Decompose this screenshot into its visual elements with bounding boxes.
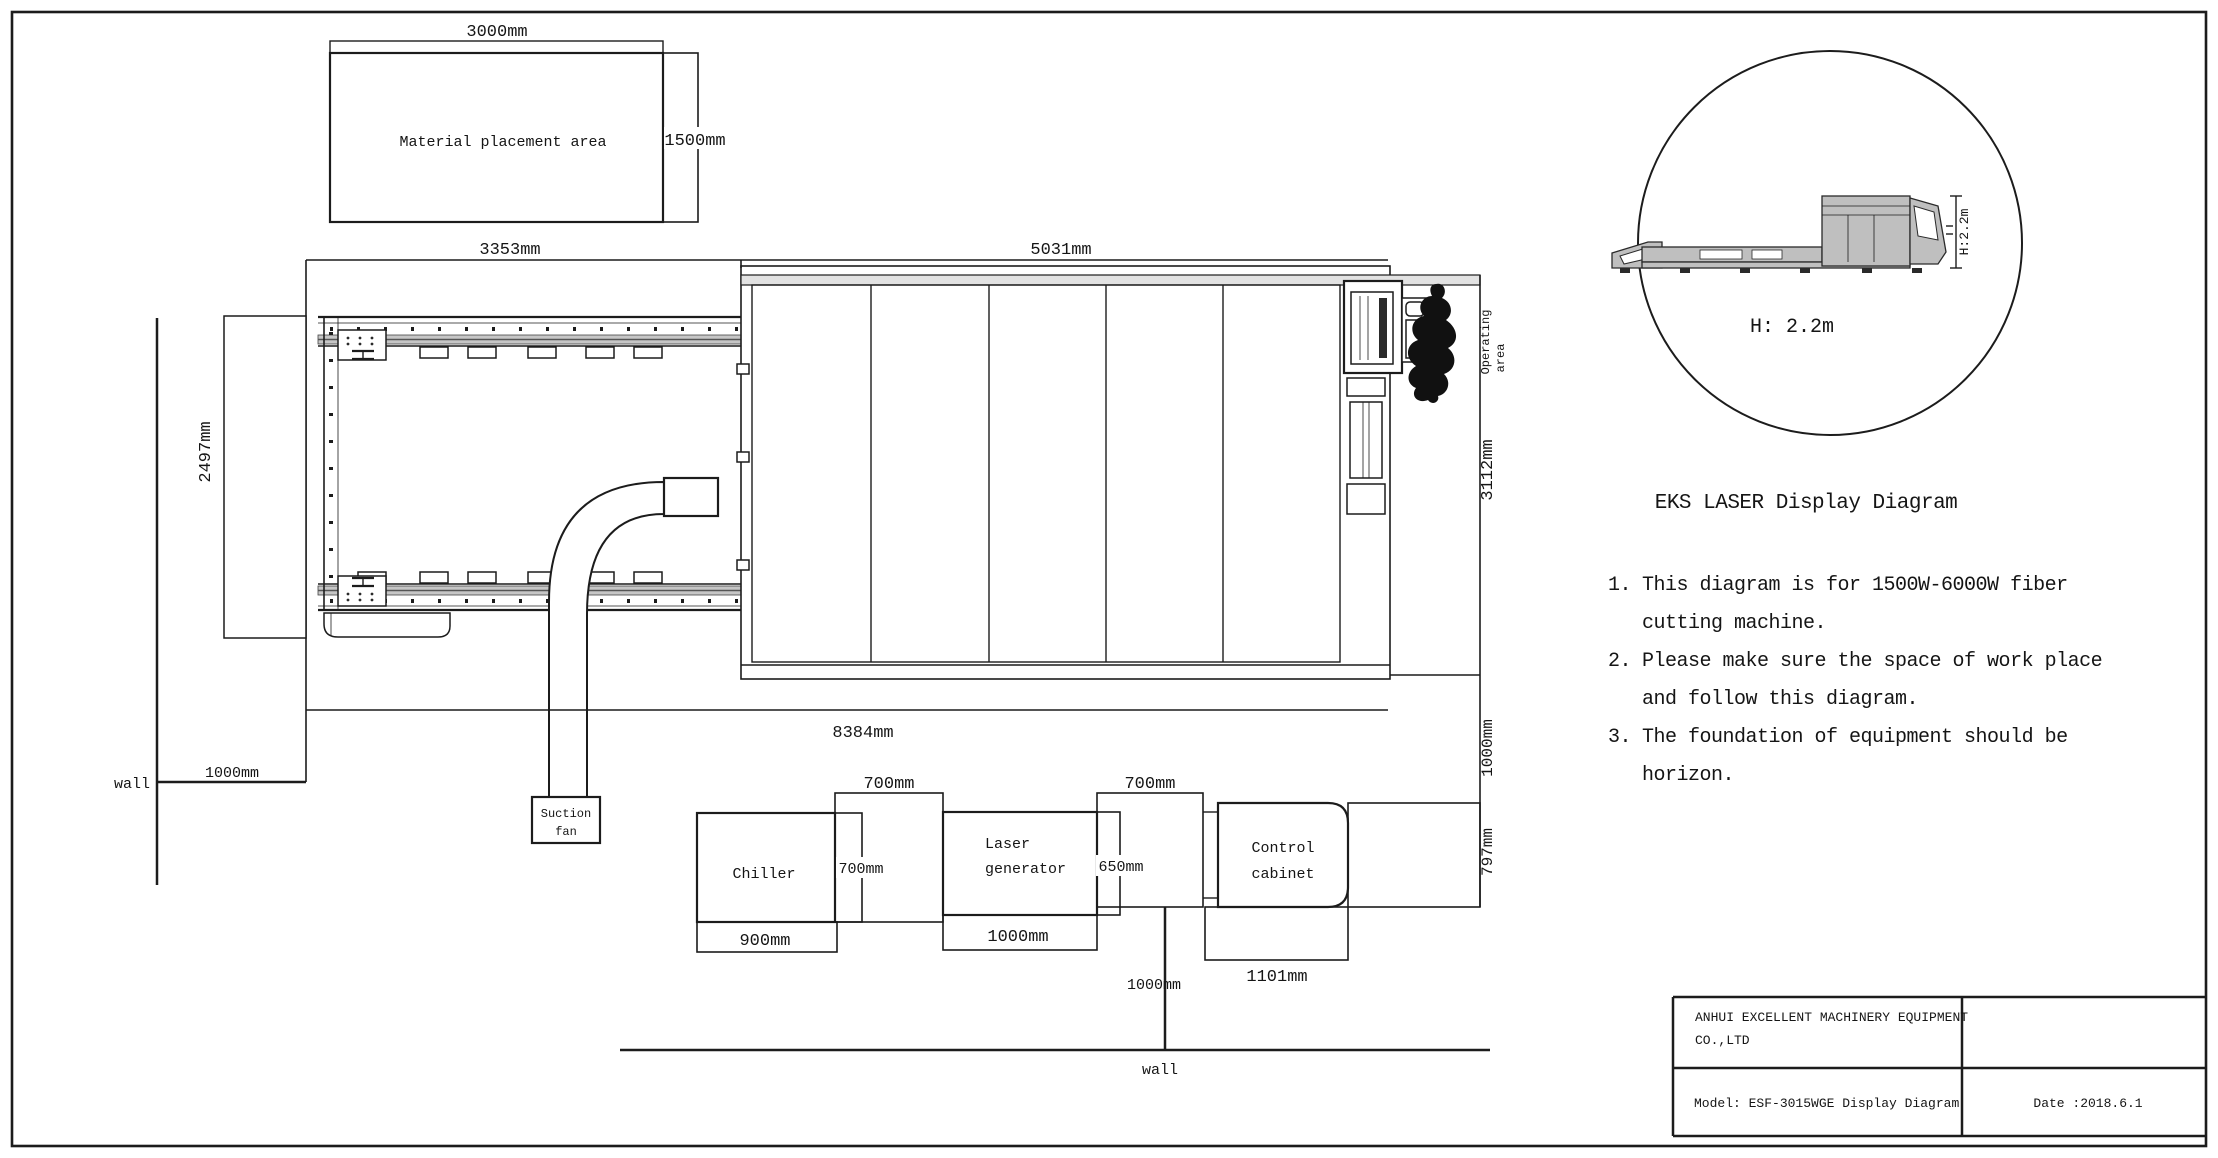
operating-area-label-2: area bbox=[1494, 344, 1508, 373]
top-rail-tabs bbox=[419, 346, 663, 359]
machine-enclosure bbox=[736, 265, 1481, 680]
note-2-line-2: and follow this diagram. bbox=[1642, 688, 1918, 711]
notes-block: EKS LASER Display Diagram 1. This diagra… bbox=[1608, 492, 2103, 787]
cabinet-label-1: Control bbox=[1251, 840, 1314, 857]
side-cabinet-column bbox=[1346, 377, 1386, 515]
laser-width-dim: 1000mm bbox=[987, 928, 1048, 947]
console-panel-dark bbox=[1379, 298, 1387, 358]
laser-label-1: Laser bbox=[985, 836, 1030, 853]
height-label: H: 2.2m bbox=[1750, 316, 1834, 339]
note-1-line-1: This diagram is for 1500W-6000W fiber bbox=[1642, 574, 2068, 597]
table-extension-box bbox=[223, 315, 307, 639]
side-view-detail: H:2.2m H: 2.2m bbox=[1611, 50, 2023, 436]
operator-figure bbox=[1407, 283, 1457, 403]
laser-width-band bbox=[942, 914, 1098, 951]
enclosure-hinge bbox=[736, 559, 750, 571]
height-dim-vertical: H:2.2m bbox=[1957, 208, 1972, 255]
wall-label-left: wall bbox=[114, 776, 150, 793]
wall-label-bottom: wall bbox=[1142, 1062, 1178, 1079]
suction-fan-label-2: fan bbox=[555, 825, 577, 839]
pallet-platform bbox=[323, 612, 451, 638]
note-1-num: 1. bbox=[1608, 574, 1631, 597]
operating-area: Operating area 3112mm 1000mm 797mm bbox=[1479, 275, 1508, 907]
dim-rear-clearance: 1000mm bbox=[1479, 719, 1497, 777]
date-label: Date :2018.6.1 bbox=[2033, 1096, 2142, 1111]
duct-flange bbox=[662, 476, 720, 518]
top-carriage bbox=[337, 329, 387, 361]
enclosure-hinge bbox=[736, 363, 750, 375]
material-depth-dim: 1500mm bbox=[664, 132, 725, 151]
suction-fan-label-1: Suction bbox=[541, 807, 591, 821]
dim-cabinet-band-depth: 797mm bbox=[1479, 828, 1497, 876]
chiller-label: Chiller bbox=[732, 866, 795, 883]
chiller-depth-dim: 700mm bbox=[838, 861, 883, 878]
operator-console bbox=[1342, 279, 1429, 375]
label-mask bbox=[664, 127, 726, 149]
machine-side-view bbox=[1611, 195, 1953, 273]
dim-table-depth: 2497mm bbox=[197, 421, 216, 482]
gap-laser-cabinet-dim: 700mm bbox=[1124, 775, 1175, 794]
company-name-line-2: CO.,LTD bbox=[1695, 1033, 1750, 1048]
label-mask bbox=[836, 857, 886, 878]
laser-depth-dim: 650mm bbox=[1098, 859, 1143, 876]
gap-chiller-laser-dim: 700mm bbox=[863, 775, 914, 794]
dim-enclosure-width: 5031mm bbox=[1030, 241, 1091, 260]
cabinet-width-dim: 1101mm bbox=[1246, 968, 1307, 987]
notes-title: EKS LASER Display Diagram bbox=[1655, 492, 1958, 515]
note-2-num: 2. bbox=[1608, 650, 1631, 673]
suction-fan-box bbox=[530, 795, 602, 845]
note-2-line-1: Please make sure the space of work place bbox=[1642, 650, 2102, 673]
note-1-line-2: cutting machine. bbox=[1642, 612, 1826, 635]
material-area-label: Material placement area bbox=[399, 134, 606, 151]
note-3-num: 3. bbox=[1608, 726, 1631, 749]
enclosure-outer bbox=[740, 265, 1391, 680]
dim-machine-depth: 3112mm bbox=[1479, 439, 1498, 500]
dim-total-width: 8384mm bbox=[832, 724, 893, 743]
cabinet-width-band bbox=[1204, 906, 1349, 961]
model-label: Model: ESF-3015WGE Display Diagram bbox=[1694, 1096, 1959, 1111]
laser-generator-box bbox=[941, 810, 1099, 917]
note-3-line-2: horizon. bbox=[1642, 764, 1734, 787]
note-3-line-1: The foundation of equipment should be bbox=[1642, 726, 2068, 749]
material-placement-area: 3000mm 1500mm Material placement area bbox=[328, 23, 726, 224]
operating-area-label-1: Operating bbox=[1479, 310, 1493, 375]
material-area-box bbox=[328, 51, 665, 224]
bottom-carriage bbox=[337, 575, 387, 607]
dim-wall-clearance-left: 1000mm bbox=[205, 765, 259, 782]
machine-plan-boundary: 3353mm 5031mm wall 1000mm 2497mm bbox=[114, 241, 1388, 885]
dim-wall-clearance-bottom: 1000mm bbox=[1127, 977, 1181, 994]
label-mask bbox=[1096, 855, 1146, 876]
enclosure-hinge bbox=[736, 451, 750, 463]
material-width-dim: 3000mm bbox=[466, 23, 527, 42]
exchange-table-rails bbox=[317, 315, 742, 638]
enclosure-inner bbox=[751, 284, 1341, 663]
chiller-width-dim: 900mm bbox=[739, 932, 790, 951]
dim-table-width: 3353mm bbox=[479, 241, 540, 260]
chiller-width-band bbox=[696, 921, 838, 953]
laser-label-2: generator bbox=[985, 861, 1066, 878]
company-name-line-1: ANHUI EXCELLENT MACHINERY EQUIPMENT bbox=[1695, 1010, 1968, 1025]
auxiliary-equipment: Suction fan 700mm Chiller 900mm 700mm 70… bbox=[530, 775, 1490, 1079]
title-block: ANHUI EXCELLENT MACHINERY EQUIPMENT CO.,… bbox=[1671, 995, 2206, 1138]
cabinet-label-2: cabinet bbox=[1251, 866, 1314, 883]
